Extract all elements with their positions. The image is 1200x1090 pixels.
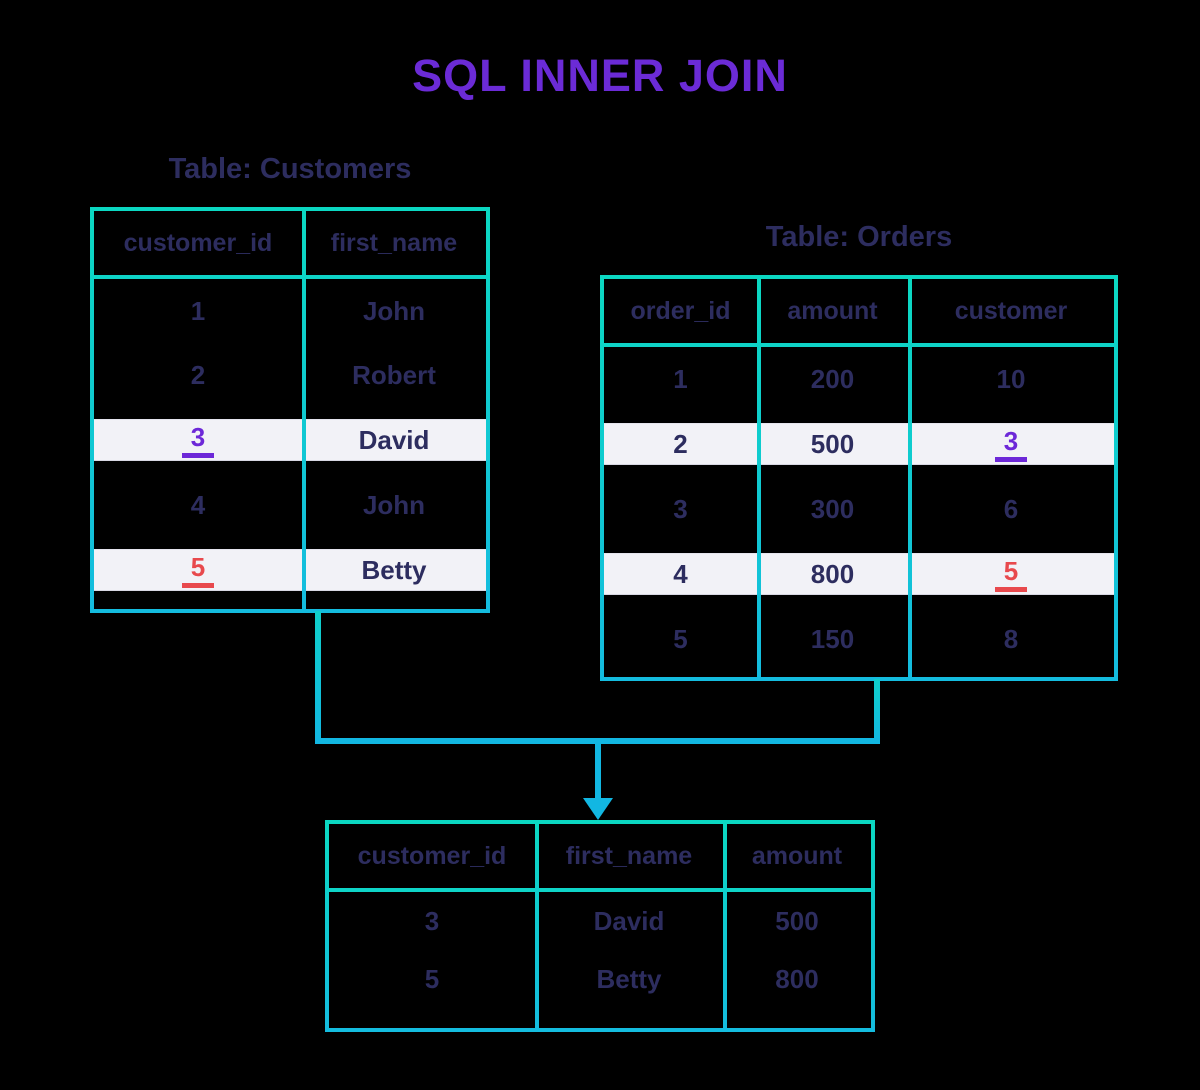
join-key: 3	[994, 426, 1028, 462]
table-cell: 5	[94, 552, 302, 588]
table-row-highlighted: 4 800 5	[604, 553, 1114, 595]
connector-horizontal	[315, 738, 880, 744]
column-divider	[757, 279, 761, 677]
table-cell: 5	[673, 623, 688, 654]
table-row: 1 John	[94, 279, 486, 343]
table-row-highlighted: 5 Betty	[94, 549, 486, 591]
table-row: 2 Robert	[94, 343, 486, 407]
join-key: 3	[181, 422, 215, 458]
table-cell: 8	[1003, 623, 1019, 654]
table-cell: Betty	[361, 554, 427, 585]
table-cell: John	[362, 489, 426, 520]
table-row-highlighted: 3 David	[94, 419, 486, 461]
arrow-down-icon	[583, 798, 613, 820]
orders-table-caption: Table: Orders	[765, 221, 953, 253]
header-cell: customer_id	[357, 841, 507, 870]
column-divider	[302, 211, 306, 609]
header-cell: order_id	[630, 296, 731, 325]
table-cell: 150	[810, 623, 855, 654]
join-key: 5	[181, 552, 215, 588]
table-cell: 200	[810, 363, 855, 394]
table-row: 1 200 10	[604, 347, 1114, 411]
table-cell: 3	[94, 422, 302, 458]
table-cell: 500	[810, 428, 855, 459]
join-key: 5	[994, 556, 1028, 592]
column-divider	[723, 824, 727, 1028]
table-row: 5 Betty 800	[329, 950, 871, 1008]
table-cell: 2	[190, 359, 206, 390]
table-cell: David	[358, 424, 430, 455]
table-row-highlighted: 2 500 3	[604, 423, 1114, 465]
header-cell: customer	[954, 296, 1068, 325]
table-cell: 6	[1003, 493, 1019, 524]
table-cell: Robert	[352, 359, 436, 390]
table-cell: 2	[673, 428, 688, 459]
column-divider	[535, 824, 539, 1028]
table-cell: 3	[673, 493, 688, 524]
table-row: 5 150 8	[604, 607, 1114, 671]
table-cell: David	[593, 905, 665, 936]
table-cell: Betty	[596, 963, 662, 994]
table-row: 3 300 6	[604, 477, 1114, 541]
table-cell: 1	[673, 363, 688, 394]
table-cell: John	[362, 295, 426, 326]
connector-from-customers	[315, 611, 321, 744]
table-cell: 800	[775, 963, 819, 994]
header-cell: first_name	[330, 228, 458, 257]
table-cell: 3	[424, 905, 440, 936]
result-table: customer_id first_name amount 3 David 50…	[325, 820, 875, 1032]
table-cell: 4	[673, 558, 688, 589]
page-title: SQL INNER JOIN	[412, 50, 788, 101]
customers-table-caption: Table: Customers	[168, 153, 412, 185]
column-divider	[908, 279, 912, 677]
table-cell: 1	[190, 295, 206, 326]
header-cell: first_name	[565, 841, 693, 870]
customers-table: customer_id first_name 1 John 2 Robert 3…	[90, 207, 490, 613]
header-cell: amount	[787, 296, 878, 325]
table-cell: 3	[908, 426, 1114, 462]
table-cell: 300	[810, 493, 855, 524]
orders-table: order_id amount customer 1 200 10 2 500 …	[600, 275, 1118, 681]
header-cell: amount	[751, 841, 843, 870]
table-cell: 800	[810, 558, 855, 589]
table-cell: 10	[996, 363, 1026, 394]
header-cell: customer_id	[123, 228, 273, 257]
table-cell: 4	[190, 489, 206, 520]
table-header-row: order_id amount customer	[604, 279, 1114, 347]
table-row: 4 John	[94, 473, 486, 537]
connector-from-orders	[874, 679, 880, 744]
table-cell: 5	[908, 556, 1114, 592]
table-header-row: customer_id first_name	[94, 211, 486, 279]
table-cell: 5	[424, 963, 440, 994]
table-row: 3 David 500	[329, 892, 871, 950]
arrow-stem	[595, 744, 601, 800]
table-header-row: customer_id first_name amount	[329, 824, 871, 892]
table-cell: 500	[775, 905, 819, 936]
